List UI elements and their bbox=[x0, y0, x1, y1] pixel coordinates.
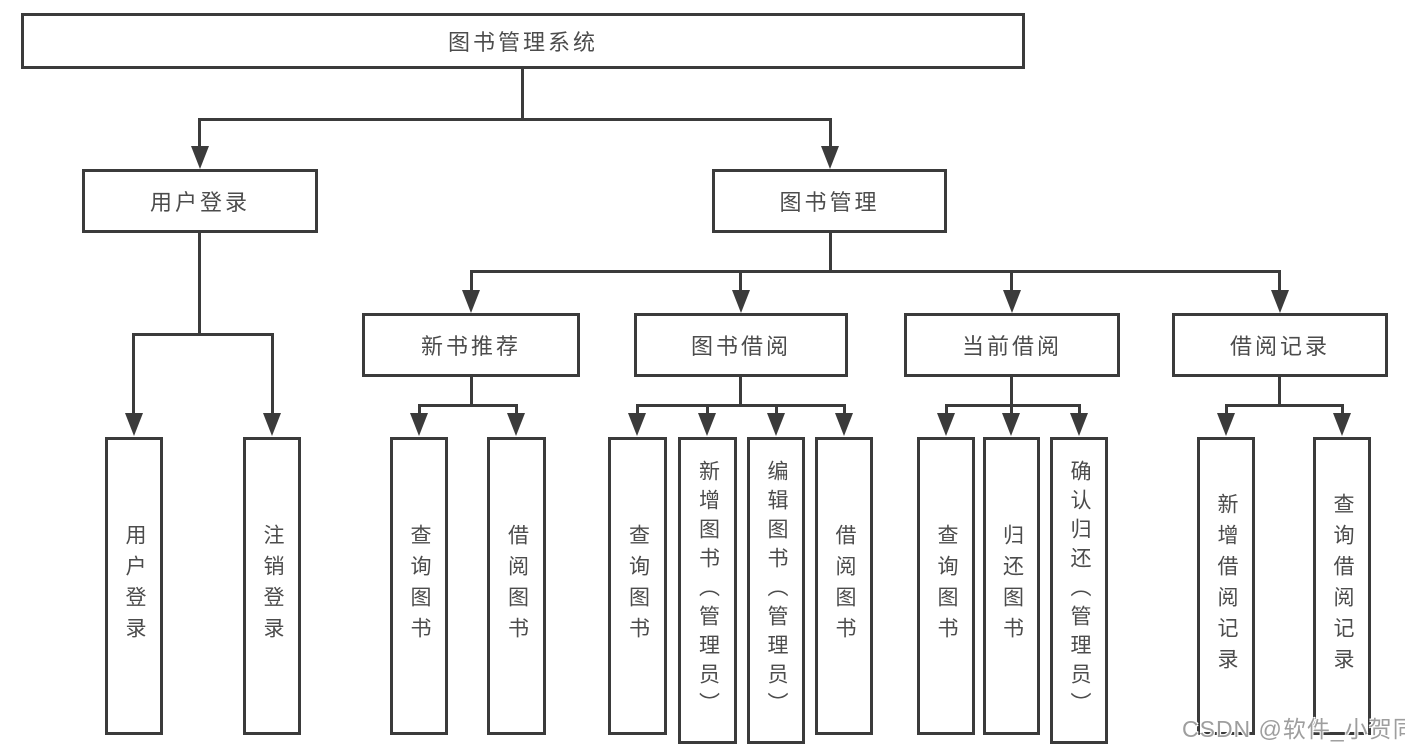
group-current-borrowing: 当前借阅 bbox=[904, 313, 1120, 377]
connector-book-borrowing-stem bbox=[739, 377, 742, 407]
root-node-label: 图书管理系统 bbox=[447, 30, 598, 55]
arrowhead-leaf-user-login-icon bbox=[125, 413, 143, 436]
connector-current-borrowing-bus bbox=[945, 404, 1081, 407]
leaf-records-add-borrow-record: 新增借阅记录 bbox=[1197, 437, 1255, 735]
connector-drop-current-borrowing bbox=[1010, 270, 1013, 292]
connector-drop-bb-query bbox=[636, 404, 639, 416]
arrowhead-br-add-icon bbox=[1217, 413, 1235, 436]
arrowhead-current-borrowing-icon bbox=[1003, 290, 1021, 313]
connector-new-book-bus bbox=[418, 404, 518, 407]
connector-drop-book-borrowing bbox=[739, 270, 742, 292]
connector-borrowing-records-stem bbox=[1278, 377, 1281, 407]
group-borrowing-records: 借阅记录 bbox=[1172, 313, 1388, 377]
connector-drop-bb-edit bbox=[775, 404, 778, 416]
connector-drop-br-query bbox=[1341, 404, 1344, 416]
connector-borrowing-records-bus bbox=[1225, 404, 1344, 407]
connector-drop-cb-confirm bbox=[1078, 404, 1081, 416]
csdn-watermark: CSDN @软件_小贺同学 bbox=[1182, 716, 1405, 742]
leaf-newbook-borrow-books-label: 借阅图书 bbox=[505, 524, 529, 648]
leaf-borrowing-query-books-label: 查询图书 bbox=[626, 524, 650, 648]
connector-book-management-stem bbox=[829, 233, 832, 273]
arrowhead-br-query-icon bbox=[1333, 413, 1351, 436]
leaf-records-query-borrow-record: 查询借阅记录 bbox=[1313, 437, 1371, 735]
leaf-current-confirm-return-admin-label: 确认归还（管理员） bbox=[1068, 460, 1091, 721]
connector-current-borrowing-stem bbox=[1010, 377, 1013, 407]
branch-book-management: 图书管理 bbox=[712, 169, 947, 233]
arrowhead-cb-return-icon bbox=[1002, 413, 1020, 436]
group-book-borrowing-label: 图书借阅 bbox=[690, 334, 791, 359]
leaf-borrowing-add-book-admin-label: 新增图书（管理员） bbox=[696, 460, 720, 721]
arrowhead-book-management-icon bbox=[821, 146, 839, 169]
connector-level1-bus bbox=[199, 118, 832, 121]
connector-drop-nb-borrow bbox=[515, 404, 518, 416]
connector-book-borrowing-bus bbox=[636, 404, 846, 407]
arrowhead-bb-query-icon bbox=[628, 413, 646, 436]
leaf-user-login: 用户登录 bbox=[105, 437, 163, 735]
arrowhead-nb-query-icon bbox=[410, 413, 428, 436]
connector-new-book-stem bbox=[470, 377, 473, 407]
leaf-newbook-query-books: 查询图书 bbox=[390, 437, 448, 735]
arrowhead-bb-add-icon bbox=[698, 413, 716, 436]
connector-drop-cb-return bbox=[1010, 404, 1013, 416]
connector-drop-leaf-logout bbox=[271, 333, 274, 415]
connector-drop-bb-borrow bbox=[843, 404, 846, 416]
connector-level2-bus bbox=[470, 270, 1281, 273]
connector-drop-br-add bbox=[1225, 404, 1228, 416]
branch-user-login: 用户登录 bbox=[82, 169, 318, 233]
leaf-newbook-borrow-books: 借阅图书 bbox=[487, 437, 546, 735]
arrowhead-bb-edit-icon bbox=[767, 413, 785, 436]
leaf-records-add-borrow-record-label: 新增借阅记录 bbox=[1215, 493, 1238, 679]
leaf-borrowing-borrow-books-label: 借阅图书 bbox=[833, 524, 856, 648]
connector-drop-bb-add bbox=[706, 404, 709, 416]
leaf-borrowing-query-books: 查询图书 bbox=[608, 437, 667, 735]
connector-drop-cb-query bbox=[945, 404, 948, 416]
connector-drop-user-login bbox=[198, 118, 201, 150]
leaf-borrowing-add-book-admin: 新增图书（管理员） bbox=[678, 437, 737, 744]
branch-user-login-label: 用户登录 bbox=[149, 190, 250, 215]
leaf-current-query-books: 查询图书 bbox=[917, 437, 975, 735]
arrowhead-new-book-icon bbox=[462, 290, 480, 313]
group-new-book-recommendation: 新书推荐 bbox=[362, 313, 580, 377]
arrowhead-user-login-icon bbox=[191, 146, 209, 169]
group-borrowing-records-label: 借阅记录 bbox=[1229, 334, 1330, 359]
group-current-borrowing-label: 当前借阅 bbox=[961, 334, 1062, 359]
leaf-logout: 注销登录 bbox=[243, 437, 301, 735]
leaf-borrowing-borrow-books: 借阅图书 bbox=[815, 437, 873, 735]
arrowhead-nb-borrow-icon bbox=[507, 413, 525, 436]
arrowhead-cb-query-icon bbox=[937, 413, 955, 436]
connector-drop-leaf-user-login bbox=[132, 333, 135, 415]
leaf-user-login-label: 用户登录 bbox=[123, 524, 146, 648]
connector-drop-book-management bbox=[829, 118, 832, 150]
arrowhead-borrowing-records-icon bbox=[1271, 290, 1289, 313]
connector-user-login-stem bbox=[198, 233, 201, 335]
leaf-current-return-books-label: 归还图书 bbox=[1000, 524, 1024, 648]
leaf-current-confirm-return-admin: 确认归还（管理员） bbox=[1050, 437, 1108, 744]
connector-drop-nb-query bbox=[418, 404, 421, 416]
arrowhead-bb-borrow-icon bbox=[835, 413, 853, 436]
leaf-newbook-query-books-label: 查询图书 bbox=[408, 524, 431, 648]
leaf-current-query-books-label: 查询图书 bbox=[935, 524, 958, 648]
branch-book-management-label: 图书管理 bbox=[779, 190, 880, 215]
leaf-borrowing-edit-book-admin-label: 编辑图书（管理员） bbox=[765, 460, 788, 721]
root-node-library-management-system: 图书管理系统 bbox=[21, 13, 1025, 69]
connector-user-login-bus bbox=[133, 333, 274, 336]
leaf-logout-label: 注销登录 bbox=[261, 524, 284, 648]
group-book-borrowing: 图书借阅 bbox=[634, 313, 848, 377]
leaf-current-return-books: 归还图书 bbox=[983, 437, 1040, 735]
arrowhead-leaf-logout-icon bbox=[263, 413, 281, 436]
connector-drop-new-book bbox=[470, 270, 473, 292]
leaf-borrowing-edit-book-admin: 编辑图书（管理员） bbox=[747, 437, 805, 744]
arrowhead-cb-confirm-icon bbox=[1070, 413, 1088, 436]
arrowhead-book-borrowing-icon bbox=[732, 290, 750, 313]
connector-root-stem bbox=[521, 67, 524, 121]
group-new-book-recommendation-label: 新书推荐 bbox=[420, 334, 521, 359]
leaf-records-query-borrow-record-label: 查询借阅记录 bbox=[1331, 493, 1354, 679]
connector-drop-borrowing-records bbox=[1278, 270, 1281, 292]
